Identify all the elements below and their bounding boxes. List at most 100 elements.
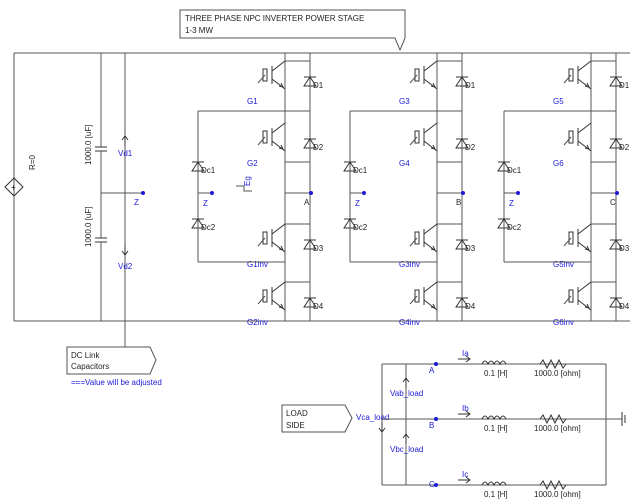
current-label: Ib	[462, 404, 469, 413]
diode-label: D1	[465, 81, 476, 90]
current-arrow	[458, 410, 471, 418]
vab-arrow	[402, 377, 410, 388]
antiparallel-diode: D4	[609, 289, 630, 317]
igbt-collector	[577, 60, 592, 72]
gate-label-g1: G1	[247, 97, 258, 106]
load-note: LOAD SIDE	[281, 404, 353, 433]
gate-label-g6: G6	[553, 159, 564, 168]
resistor-zigzag	[539, 413, 567, 425]
antiparallel-diode: D2	[303, 130, 324, 158]
vd2-label: Vd2	[118, 262, 133, 271]
igbt-gate-plate	[568, 130, 574, 144]
igbt-g2inv	[257, 281, 286, 311]
output-node-a	[309, 191, 313, 195]
igbt-gate-plate	[262, 68, 268, 82]
igbt-gate-lead	[563, 136, 572, 146]
igbt-gate-plate	[568, 289, 574, 303]
gate-label-g5inv: G5inv	[553, 260, 574, 269]
clamp-diode-lower: Dc2	[191, 210, 216, 238]
igbt-gate-plate	[414, 68, 420, 82]
diode-label: D2	[619, 143, 630, 152]
resistor-zigzag	[539, 479, 567, 491]
load-ground-icon	[621, 412, 626, 426]
igbt-collector	[423, 281, 438, 293]
igbt-gate-lead	[257, 136, 266, 146]
diode-triangle	[455, 239, 469, 250]
diode-triangle	[497, 218, 511, 229]
igbt-gate-lead	[257, 74, 266, 84]
igbt-g3inv	[409, 223, 438, 253]
title-line-1: THREE PHASE NPC INVERTER POWER STAGE	[185, 14, 364, 23]
current-arrow	[458, 355, 471, 363]
clamp-diode-upper: Dc1	[343, 153, 368, 181]
vca-label: Vca_load	[356, 413, 389, 422]
igbt-arrow	[430, 82, 436, 88]
inductor-coil	[481, 415, 507, 421]
load-node-label: C	[429, 480, 435, 489]
antiparallel-diode: D3	[455, 231, 476, 259]
diode-triangle	[303, 76, 317, 87]
output-label-a: A	[304, 198, 310, 207]
resistor-value: 1000.0 [ohm]	[534, 369, 581, 378]
gate-label-g1inv: G1inv	[247, 260, 268, 269]
clamp-neutral-node	[210, 191, 214, 195]
igbt-g4inv	[409, 281, 438, 311]
diode-label: D3	[619, 244, 630, 253]
igbt-collector	[577, 122, 592, 134]
diode-triangle	[609, 138, 623, 149]
gate-label-g5: G5	[553, 97, 564, 106]
igbt-g1	[257, 60, 286, 90]
ground-wire	[236, 185, 252, 192]
cap-bottom-value: 1000.0 [uF]	[84, 207, 93, 247]
igbt-gate-plate	[262, 130, 268, 144]
clamp-neutral-label: Z	[509, 199, 514, 208]
igbt-arrow	[278, 82, 284, 88]
igbt-arrow	[430, 303, 436, 309]
igbt-arrow	[430, 144, 436, 150]
igbt-arrow	[278, 245, 284, 251]
gate-label-g4: G4	[399, 159, 410, 168]
antiparallel-diode: D4	[455, 289, 476, 317]
load-node	[434, 417, 438, 421]
diode-triangle	[191, 218, 205, 229]
diode-label: D1	[313, 81, 324, 90]
vca-arrow	[378, 422, 386, 433]
igbt-arrow	[278, 303, 284, 309]
igbt-g4	[409, 122, 438, 152]
load-node	[434, 362, 438, 366]
diode-triangle	[609, 239, 623, 250]
igbt-g1inv	[257, 223, 286, 253]
igbt-collector	[423, 223, 438, 235]
diode-label: D2	[465, 143, 476, 152]
clamp-diode-lower: Dc2	[497, 210, 522, 238]
diode-triangle	[343, 161, 357, 172]
antiparallel-diode: D2	[609, 130, 630, 158]
diode-label: D4	[313, 302, 324, 311]
output-node-b	[461, 191, 465, 195]
diode-label: Dc1	[353, 166, 368, 175]
diode-triangle	[609, 76, 623, 87]
igbt-arrow	[430, 245, 436, 251]
title-callout: THREE PHASE NPC INVERTER POWER STAGE 1-3…	[179, 9, 406, 52]
igbt-gate-plate	[568, 68, 574, 82]
igbt-collector	[271, 281, 286, 293]
igbt-gate-lead	[409, 295, 418, 305]
diode-label: D1	[619, 81, 630, 90]
igbt-collector	[577, 281, 592, 293]
output-label-b: B	[456, 198, 461, 207]
antiparallel-diode: D4	[303, 289, 324, 317]
vbc-label: Vbc_load	[390, 445, 423, 454]
igbt-arrow	[584, 82, 590, 88]
igbt-collector	[577, 223, 592, 235]
gate-label-g3inv: G3inv	[399, 260, 420, 269]
current-arrow	[458, 476, 471, 484]
title-line-2: 1-3 MW	[185, 26, 213, 35]
dc-source: + R=0	[4, 155, 37, 197]
diode-triangle	[497, 161, 511, 172]
output-node-c	[615, 191, 619, 195]
igbt-arrow	[584, 303, 590, 309]
inductor-value: 0.1 [H]	[484, 490, 508, 499]
